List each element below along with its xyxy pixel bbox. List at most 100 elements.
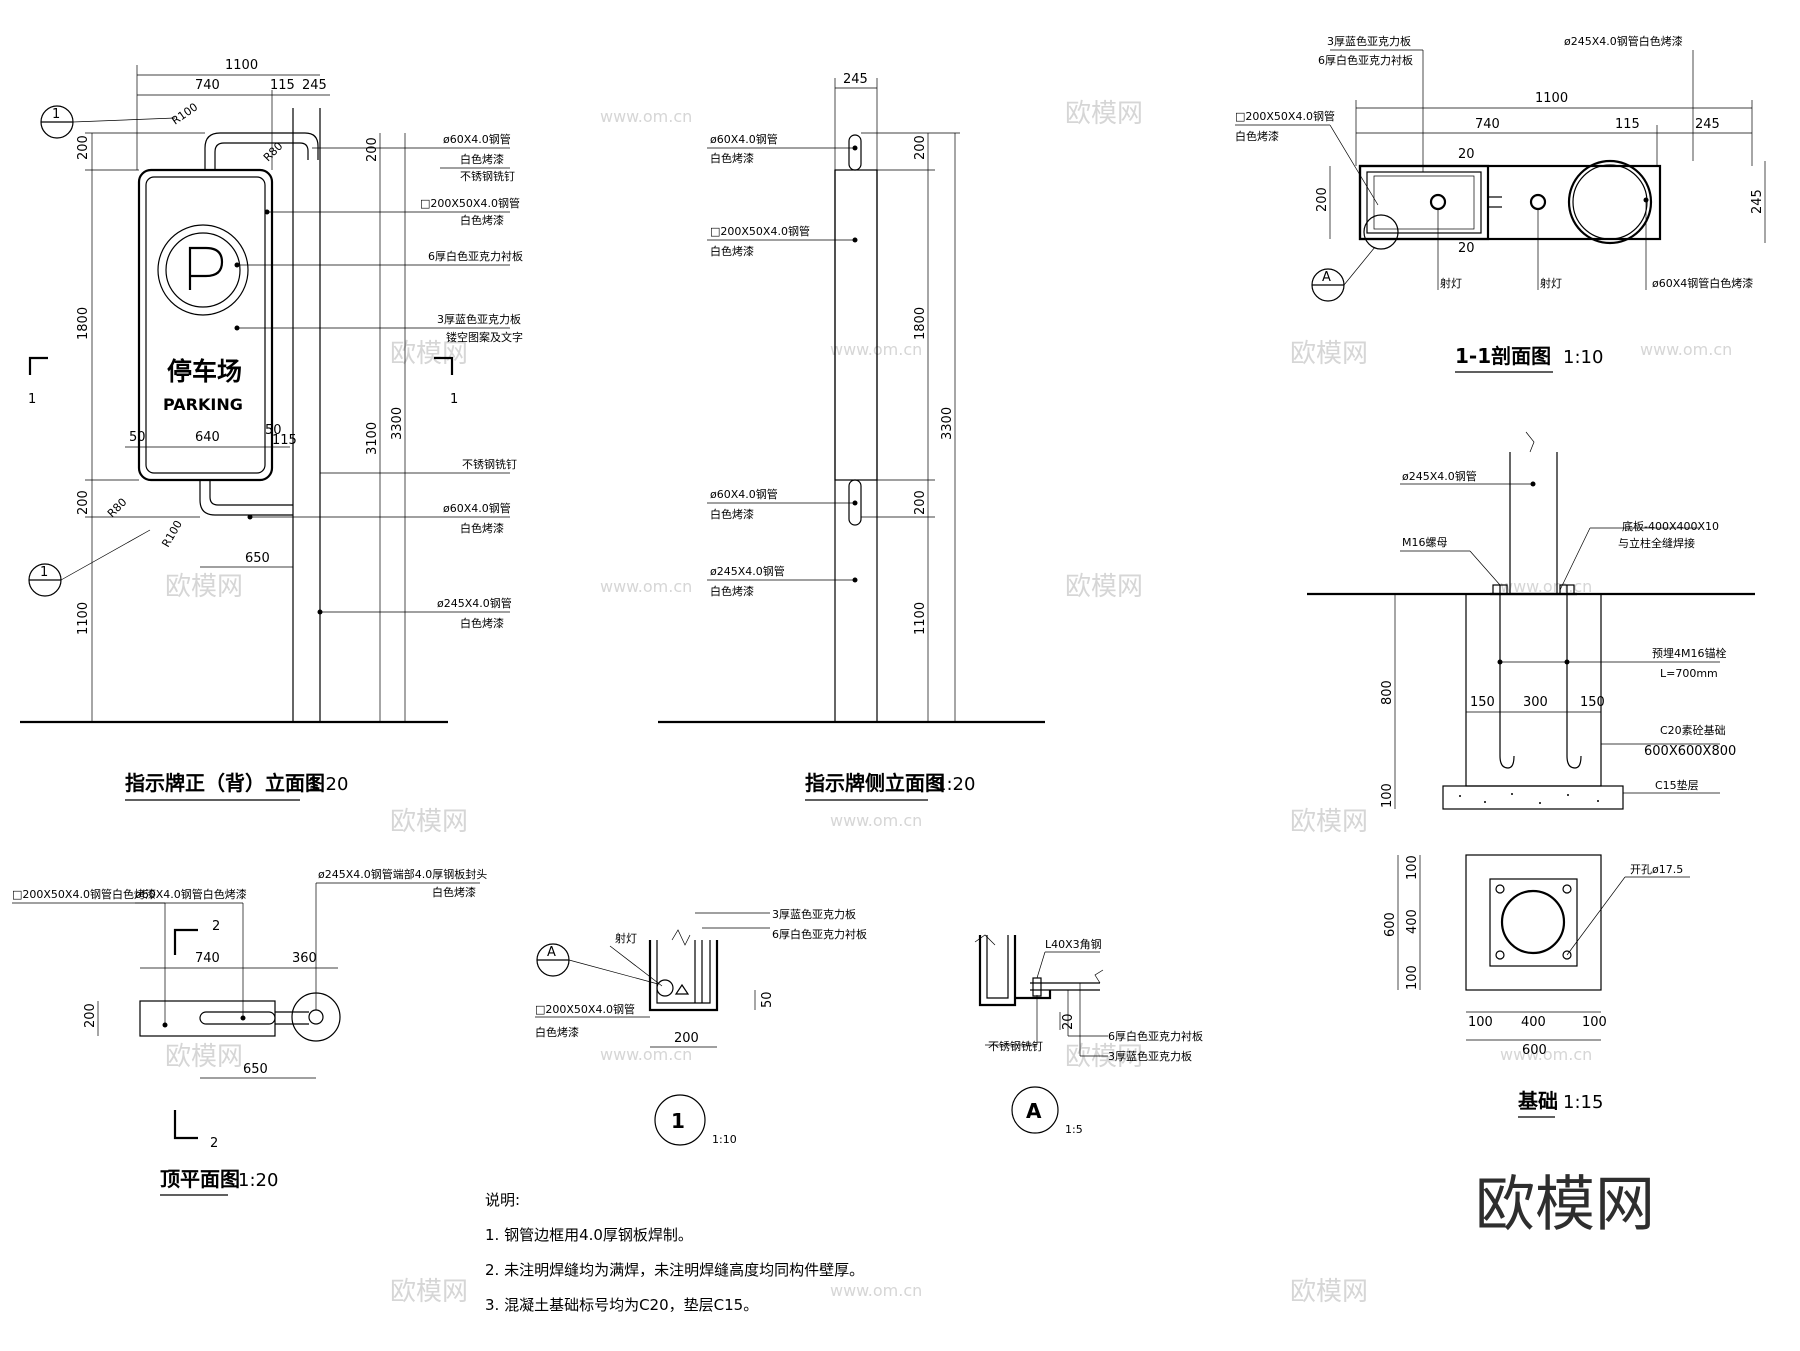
annotation: 白色烤漆 [535,1025,579,1039]
side-elevation: 245 200 1800 3300 200 1100 ø60X4.0钢管 白色烤… [658,72,1045,801]
dim-360: 360 [292,951,317,966]
annotation: 6厚白色亚克力衬板 [428,249,523,263]
radius-r100-top: R100 [169,100,200,127]
dim-50-left: 50 [129,430,146,445]
dim-plan-v-400: 400 [1405,909,1420,934]
break-line [974,934,996,946]
view-title: 指示牌侧立面图 [805,771,945,795]
annotation: C20素砼基础 [1660,724,1726,737]
annotation: 白色烤漆 [460,521,504,535]
annotation: 预埋4M16锚栓 [1652,646,1727,660]
dim-20-top: 20 [1458,147,1475,162]
dim-100: 100 [1380,783,1395,808]
radius-r80-bottom: R80 [105,496,129,520]
dim-200-right: 200 [365,137,380,162]
watermark-text: 欧模网 [1065,572,1143,602]
annotation: ø245X4.0钢管白色烤漆 [1564,34,1683,48]
bolt-hole-icon [1562,950,1572,960]
leader-line [568,959,659,985]
dim-200-bottom: 200 [76,490,91,515]
c15-bedding-layer [1442,785,1624,810]
annotation: 镂空图案及文字 [446,330,523,344]
detail-callout-letter: A [547,945,556,960]
dim-800: 800 [1380,680,1395,705]
hatch-dot [1539,802,1541,804]
annotation: 开孔ø17.5 [1630,863,1683,876]
hatch-dot [1511,793,1513,795]
watermark-url: www.om.cn [830,340,922,359]
detail-title-letter: A [1026,1099,1042,1123]
angle-steel [1015,990,1052,1000]
section-marker-number: 1 [28,392,36,407]
annotation: ø245X4.0钢管 [710,564,785,578]
annotation: □200X50X4.0钢管 [710,224,810,238]
dim-200-top: 200 [76,135,91,160]
sign-text-cn: 停车场 [167,357,242,386]
top-arm-pipe-inner [214,142,309,170]
section-cut-marker-bottom [173,1110,198,1140]
annotation: 白色烤漆 [460,616,504,630]
dim-plan-600: 600 [1522,1043,1547,1058]
dim-1100: 1100 [913,602,928,635]
annotation: 不锈钢铣钉 [988,1039,1043,1053]
leader-dot [1530,481,1536,487]
annotation: ø60X4.0钢管 [443,501,511,515]
panel-section-outer [1358,164,1490,241]
watermark-text: 欧模网 [165,1042,243,1072]
watermark-text: 欧模网 [1290,1277,1368,1307]
dim-plan-100-right: 100 [1582,1015,1607,1030]
post-pipe-inner [1572,164,1648,240]
front-annotations: ø60X4.0钢管 白色烤漆 不锈钢铣钉 □200X50X4.0钢管 白色烤漆 … [234,132,523,630]
view-scale: 1:10 [1563,347,1603,368]
detail-a: L40X3角钢 不锈钢铣钉 6厚白色亚克力衬板 3厚蓝色亚克力板 20 A 1:… [974,934,1203,1136]
section-marker-number: 2 [210,1136,218,1151]
dim-115: 115 [270,78,295,93]
detail-callout-number: 1 [40,565,48,580]
spotlight-icon [656,979,674,997]
leader-line [1469,550,1501,586]
leader-dot [852,577,858,583]
panel-section-inner [1366,171,1482,234]
watermark-text: 欧模网 [1290,339,1368,369]
dim-200-bottom: 200 [913,490,928,515]
leader-dot [852,237,858,243]
watermark-text: 欧模网 [1065,99,1143,129]
dim-200: 200 [1315,187,1330,212]
frame-channel-inner [986,935,1009,999]
side-panel [834,169,878,481]
anchor-bolt [1499,585,1515,769]
detail-title-circle [1011,1086,1059,1134]
annotation: □200X50X4.0钢管 [1235,109,1335,123]
annotation: 白色烤漆 [432,885,476,899]
view-scale: 1:5 [1065,1123,1083,1136]
leader-dot [247,514,253,520]
dim-200: 200 [83,1003,98,1028]
dim-115-bottom: 115 [272,433,297,448]
watermark-url: www.om.cn [830,1281,922,1300]
leader-dot [852,500,858,506]
dim-1100: 1100 [225,58,258,73]
dim-115: 115 [1615,117,1640,132]
concrete-hatch [1459,793,1599,804]
annotation: 射灯 [1440,276,1462,290]
annotation: ø245X4.0钢管 [1402,469,1477,483]
dim-3300: 3300 [390,407,405,440]
front-elevation: 停车场 PARKING 1100 740 115 245 200 1800 20… [20,58,523,801]
leader-dot [852,145,858,151]
annotation: 3厚蓝色亚克力板 [772,907,856,921]
dim-plan-100-left: 100 [1468,1015,1493,1030]
frame-channel-section [648,940,719,1012]
brand-watermark: 欧模网 [1475,1170,1655,1240]
dim-20-bottom: 20 [1458,241,1475,256]
watermark-url: www.om.cn [830,811,922,830]
annotation: ø60X4.0钢管 [710,487,778,501]
base-plate-plan [1489,878,1578,967]
annotation: ø60X4.0钢管 [710,132,778,146]
annotation: 3厚蓝色亚克力板 [1108,1049,1192,1063]
leader-dot [1497,659,1503,665]
view-scale: 1:20 [238,1170,278,1191]
watermark-text: 欧模网 [390,1277,468,1307]
sign-text-en: PARKING [163,395,243,414]
leader-dot [1643,197,1649,203]
